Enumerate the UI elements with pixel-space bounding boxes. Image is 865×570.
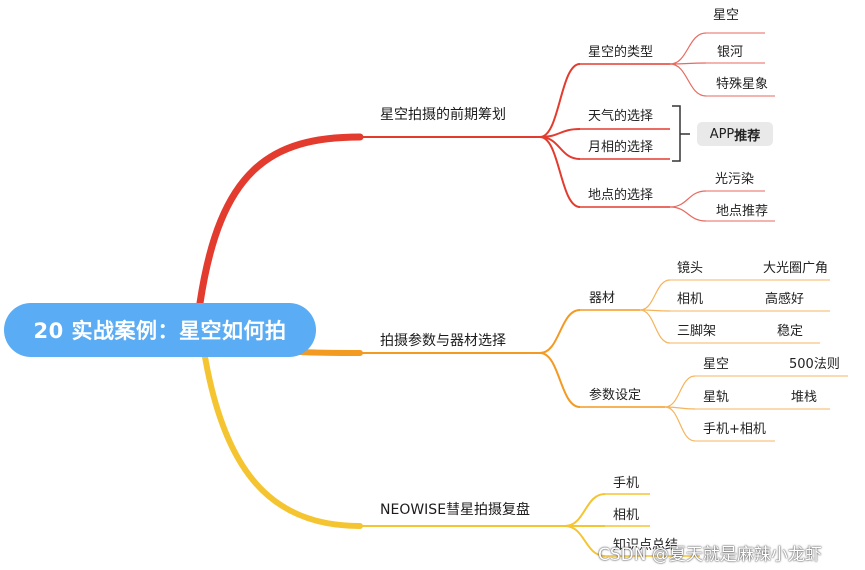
node-b3-summary[interactable]: 知识点总结 (613, 538, 679, 553)
node-b2-settings-stars-note: 500法则 (789, 357, 840, 372)
node-b1-location-recommend[interactable]: 地点推荐 (716, 204, 769, 219)
node-b2-settings-stars[interactable]: 星空 (703, 357, 730, 372)
watermark: CSDN @夏天就是麻辣小龙虾 (598, 545, 822, 565)
node-b1-type-stars[interactable]: 星空 (713, 8, 740, 23)
node-b2-tripod-note: 稳定 (777, 324, 804, 339)
node-b1-moon[interactable]: 月相的选择 (588, 140, 654, 155)
summary-bracket (672, 105, 690, 162)
node-b2-settings[interactable]: 参数设定 (589, 388, 642, 403)
node-b2-tripod[interactable]: 三脚架 (677, 324, 717, 339)
node-b2-settings-phone[interactable]: 手机+相机 (703, 422, 766, 437)
connector-root-branch1 (196, 133, 364, 307)
node-branch1[interactable]: 星空拍摄的前期筹划 (380, 107, 506, 123)
node-b3-phone[interactable]: 手机 (613, 476, 640, 491)
node-b2-settings-trails[interactable]: 星轨 (703, 390, 730, 405)
node-branch3[interactable]: NEOWISE彗星拍摄复盘 (380, 502, 531, 518)
node-b1-weather[interactable]: 天气的选择 (588, 109, 654, 124)
node-b2-settings-trails-note: 堆栈 (791, 390, 818, 405)
node-b2-lens[interactable]: 镜头 (677, 261, 704, 276)
node-b1-type-special[interactable]: 特殊星象 (716, 77, 769, 92)
connector-root-branch3 (202, 354, 363, 529)
node-b1-type[interactable]: 星空的类型 (588, 45, 654, 60)
connector-b1-type (539, 63, 581, 138)
node-b1-type-milkyway[interactable]: 银河 (717, 45, 744, 60)
summary-bold: 推荐 (734, 128, 761, 144)
node-b2-lens-note: 大光圈广角 (763, 261, 829, 276)
node-b2-camera-note: 高感好 (765, 292, 805, 307)
node-b2-camera[interactable]: 相机 (677, 292, 704, 307)
node-b3-camera[interactable]: 相机 (613, 508, 640, 523)
node-branch2[interactable]: 拍摄参数与器材选择 (380, 333, 506, 349)
connector-root-branch2 (297, 349, 363, 356)
node-b1-location[interactable]: 地点的选择 (588, 188, 654, 203)
root-node[interactable]: 20 实战案例：星空如何拍 (4, 303, 316, 357)
node-b1-location-pollution[interactable]: 光污染 (715, 172, 755, 187)
summary-prefix: APP (709, 126, 735, 142)
node-b2-equipment[interactable]: 器材 (589, 291, 616, 306)
